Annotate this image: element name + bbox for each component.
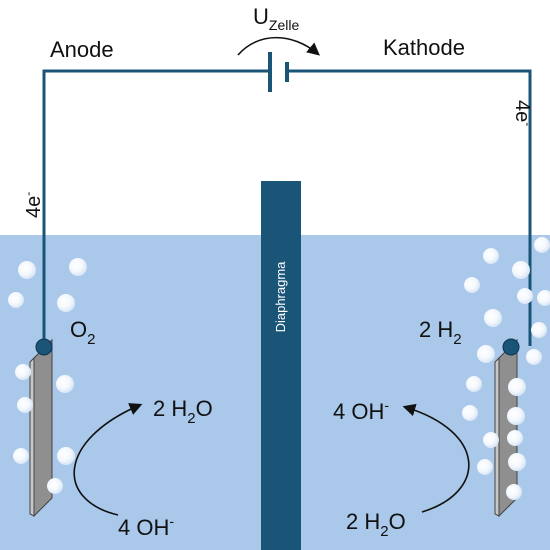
- gas-bubble: [517, 288, 533, 304]
- voltage-arrow-icon: [237, 36, 320, 56]
- circuit-wire-right: [287, 69, 532, 346]
- anode-label: Anode: [50, 37, 114, 62]
- gas-bubble: [57, 294, 75, 312]
- gas-bubble: [508, 378, 526, 396]
- gas-bubble: [477, 345, 495, 363]
- gas-bubble: [47, 478, 63, 494]
- diaphragm-label: Diaphragma: [273, 261, 288, 333]
- cathode-hydrogen-bubbles: [462, 237, 550, 500]
- anode-contact-node: [35, 338, 53, 356]
- gas-bubble: [15, 364, 31, 380]
- gas-bubble: [69, 258, 87, 276]
- gas-bubble: [462, 405, 478, 421]
- cathode-contact-node: [502, 338, 520, 356]
- gas-bubble: [18, 261, 36, 279]
- cathode-label: Kathode: [383, 35, 465, 60]
- cathode-electrons-label: 4e-: [511, 100, 535, 126]
- gas-bubble: [507, 430, 523, 446]
- anode-reaction-arrow-icon: [73, 403, 143, 516]
- gas-bubble: [534, 237, 550, 253]
- gas-bubble: [512, 261, 530, 279]
- circuit-wire: [42, 69, 270, 346]
- gas-bubble: [57, 447, 75, 465]
- cathode-gas-label: 2 H2: [419, 317, 462, 348]
- gas-bubble: [483, 432, 499, 448]
- anode-product-label: 2 H2O: [153, 396, 213, 427]
- gas-bubble: [506, 484, 522, 500]
- cathode-reaction-arrow-icon: [402, 403, 470, 513]
- gas-bubble: [477, 459, 493, 475]
- cathode-reactant-label: 2 H2O: [346, 509, 406, 540]
- gas-bubble: [13, 448, 29, 464]
- anode-oxygen-bubbles: [8, 258, 87, 494]
- gas-bubble: [508, 453, 526, 471]
- gas-bubble: [526, 349, 542, 365]
- anode-reactant-label: 4 OH-: [118, 513, 174, 540]
- gas-bubble: [484, 309, 502, 327]
- gas-bubble: [8, 292, 24, 308]
- gas-bubble: [17, 397, 33, 413]
- cathode-product-label: 4 OH-: [333, 397, 389, 424]
- diaphragm: [261, 181, 301, 550]
- gas-bubble: [483, 248, 499, 264]
- anode-electrons-label: 4e-: [21, 192, 45, 218]
- anode-electrode-side: [29, 356, 35, 517]
- gas-bubble: [507, 407, 525, 425]
- gas-bubble: [464, 277, 480, 293]
- anode-gas-label: O2: [70, 317, 95, 348]
- gas-bubble: [56, 375, 74, 393]
- gas-bubble: [537, 290, 550, 306]
- gas-bubble: [531, 322, 547, 338]
- voltage-label: UZelle: [253, 4, 299, 33]
- gas-bubble: [466, 376, 482, 392]
